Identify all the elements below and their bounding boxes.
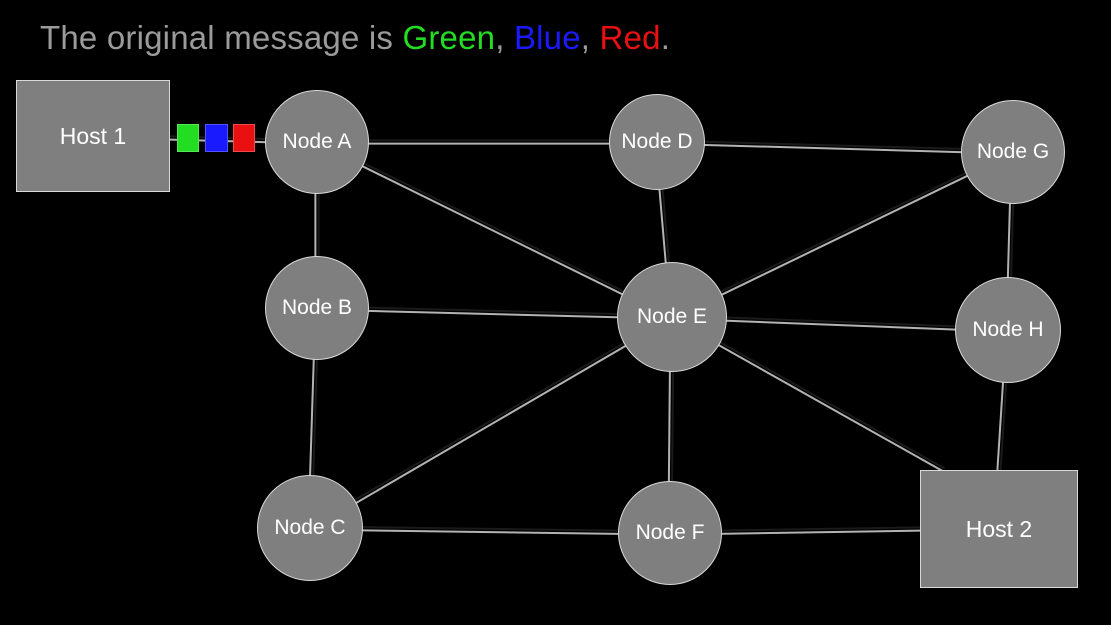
title-word-red: Red [599,19,661,56]
title-word-green: Green [402,19,496,56]
node-d[interactable]: Node D [609,94,705,190]
packet-blue [205,124,228,152]
node-label: Node G [976,140,1050,163]
node-label: Node D [621,130,693,153]
edge-C-F [309,525,671,536]
host-host1[interactable]: Host 1 [16,80,170,192]
host-host2[interactable]: Host 2 [920,470,1078,588]
node-g[interactable]: Node G [961,100,1065,204]
node-c[interactable]: Node C [257,475,363,581]
title-word-blue: Blue [513,19,581,56]
packet-green [177,124,199,152]
title-period: . [660,19,671,56]
node-label: Node H [972,318,1044,341]
node-b[interactable]: Node B [265,256,369,360]
node-label: Node A [282,130,352,153]
title-sep-2: , [580,19,600,56]
page-title: The original message is Green, Blue, Red… [40,16,670,60]
node-e[interactable]: Node E [617,262,727,372]
edge-D-G [656,139,1014,155]
packet-red [233,124,255,152]
edge-C-E [308,314,674,531]
title-prefix: The original message is [40,19,403,56]
node-a[interactable]: Node A [265,90,369,194]
node-label: Node C [274,516,346,539]
node-label: Node E [636,305,708,328]
node-label: Node B [281,296,353,319]
node-label: Node F [635,521,705,544]
host-label: Host 1 [59,122,127,149]
node-h[interactable]: Node H [955,277,1061,383]
title-sep-1: , [495,19,514,56]
node-f[interactable]: Node F [618,481,722,585]
host-label: Host 2 [965,515,1033,542]
edge-E-G [670,149,1015,320]
